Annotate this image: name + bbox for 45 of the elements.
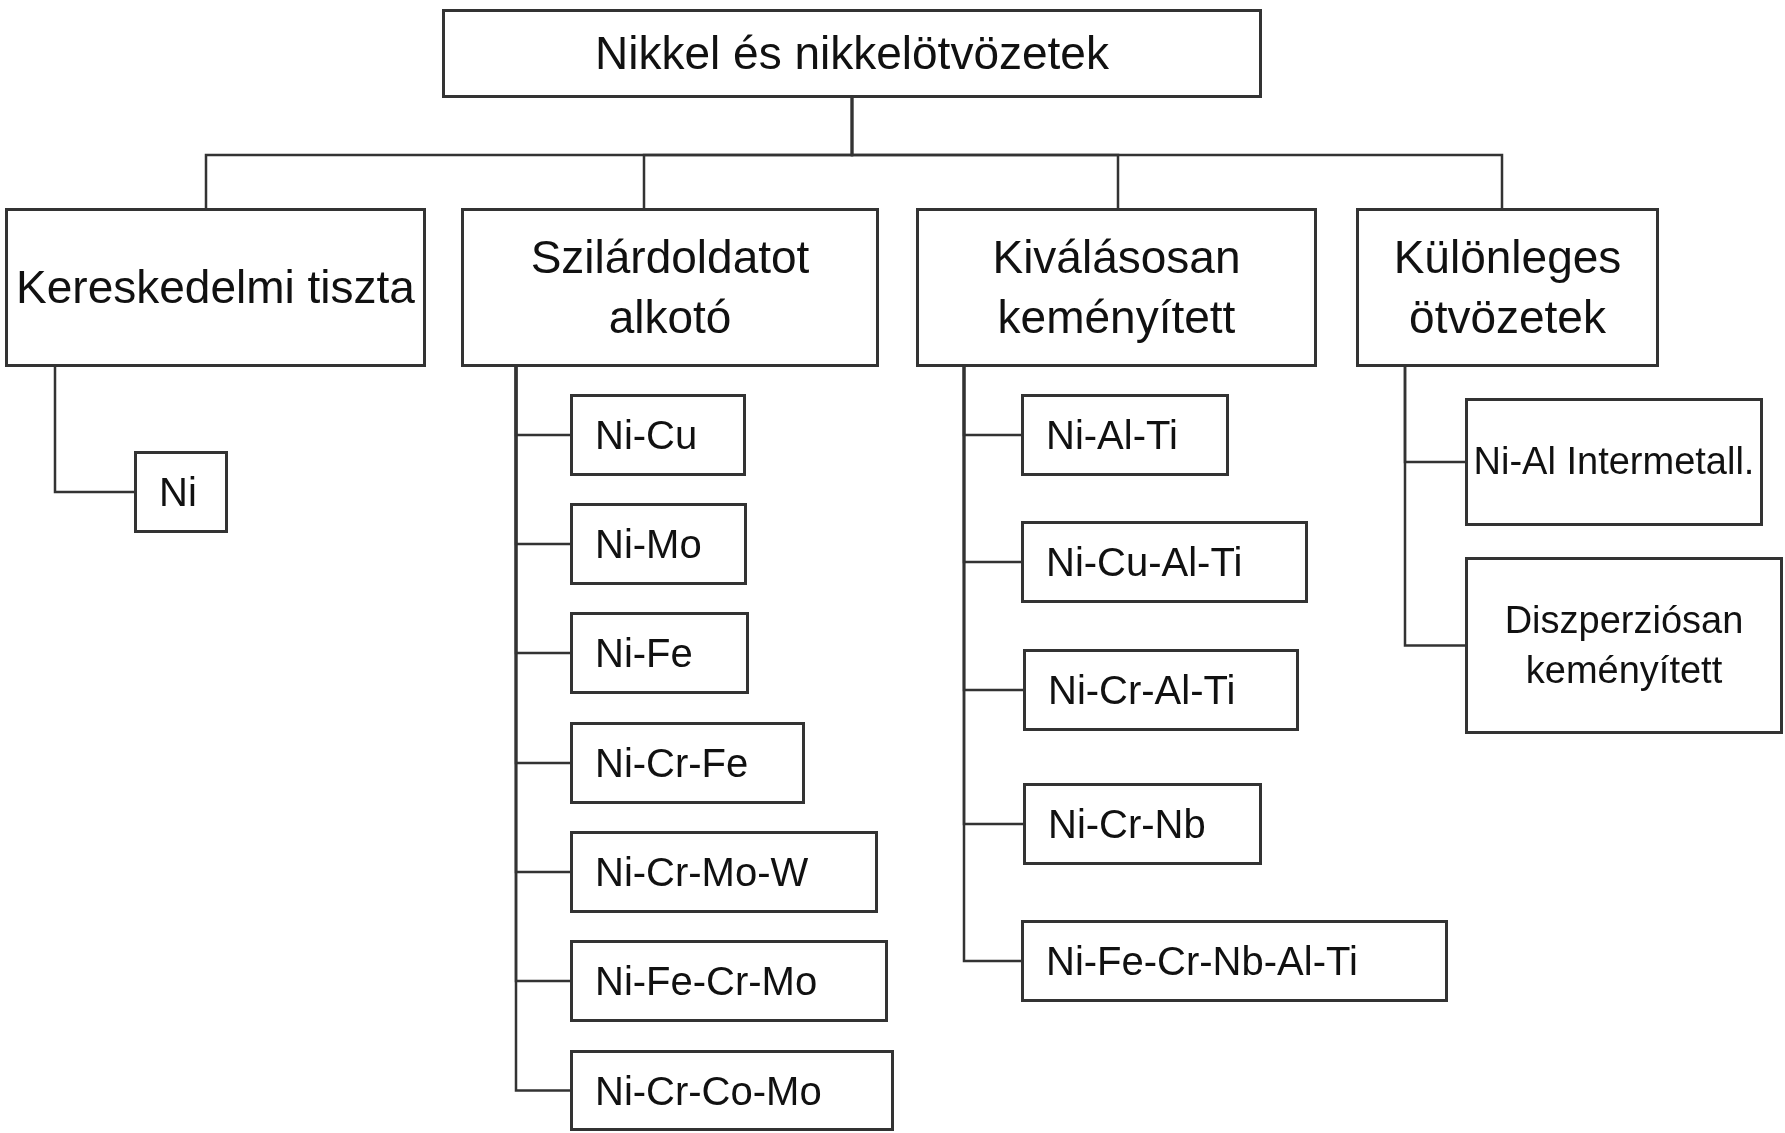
node-label: Ni-Al Intermetall. (1473, 439, 1755, 485)
root-box (442, 9, 1262, 98)
alloy-box (570, 831, 878, 913)
alloy-box (570, 612, 749, 694)
category-box (461, 208, 879, 367)
node-label: Kereskedelmi tiszta (16, 259, 415, 315)
node-label: Ni-Mo (595, 521, 702, 568)
alloy-box (1021, 920, 1448, 1002)
node-label: Ni-Fe-Cr-Mo (595, 958, 818, 1005)
alloy-box (570, 940, 888, 1022)
category-box (5, 208, 426, 367)
node-label: Ni (159, 469, 197, 516)
alloy-box (570, 1050, 894, 1131)
alloy-box (1021, 521, 1308, 603)
category-box (916, 208, 1317, 367)
alloy-box (1023, 783, 1262, 865)
connector-line (53, 367, 134, 494)
category-box (1356, 208, 1659, 367)
alloy-box (1465, 557, 1783, 734)
node-label: Különleges ötvözetek (1392, 229, 1623, 345)
node-label: Ni-Cr-Fe (595, 740, 749, 787)
alloy-box (570, 503, 747, 585)
alloy-box (570, 722, 805, 804)
node-label: Ni-Fe-Cr-Nb-Al-Ti (1046, 938, 1358, 985)
node-label: Nikkel és nikkelötvözetek (595, 25, 1109, 81)
node-label: Ni-Cr-Mo-W (595, 849, 809, 896)
alloy-box (1465, 398, 1763, 526)
node-label: Diszperziósan keményített (1503, 598, 1745, 693)
node-label: Ni-Al-Ti (1046, 412, 1178, 459)
connector-line (514, 367, 570, 1092)
alloy-box (1023, 649, 1299, 731)
alloy-box (134, 451, 228, 533)
node-label: Ni-Cu (595, 412, 698, 459)
alloy-box (570, 394, 746, 476)
node-label: Ni-Fe (595, 630, 693, 677)
node-label: Ni-Cr-Co-Mo (595, 1067, 822, 1115)
node-label: Ni-Cr-Al-Ti (1048, 667, 1236, 714)
connector-line (962, 367, 1021, 963)
alloy-box (1021, 394, 1229, 476)
node-label: Szilárdoldatot alkotó (529, 229, 811, 345)
node-label: Ni-Cr-Nb (1048, 801, 1206, 848)
connector-line (850, 98, 1504, 208)
node-label: Ni-Cu-Al-Ti (1046, 539, 1243, 586)
connector-line (1403, 367, 1465, 647)
node-label: Kiválásosan keményített (991, 229, 1242, 345)
